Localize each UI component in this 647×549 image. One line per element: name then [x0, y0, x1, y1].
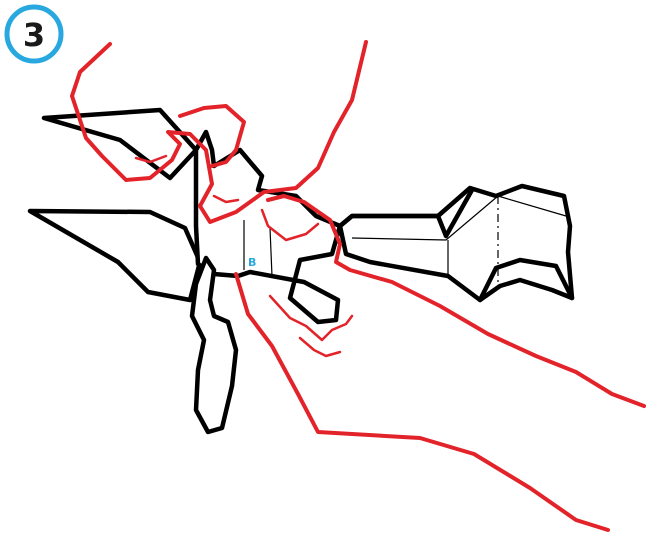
- right-hand-palm-edge: [236, 274, 608, 530]
- right-hand-finger-crease: [300, 338, 340, 356]
- paper-model: [30, 110, 572, 432]
- paper-left-wing: [30, 211, 200, 300]
- step-badge: 3: [7, 7, 61, 61]
- paper-bottom-hook: [192, 258, 236, 432]
- paper-right-box: [340, 186, 572, 300]
- paper-top-left-spike: [44, 110, 196, 178]
- flap-label-b: B: [248, 256, 256, 269]
- step-number: 3: [23, 16, 45, 54]
